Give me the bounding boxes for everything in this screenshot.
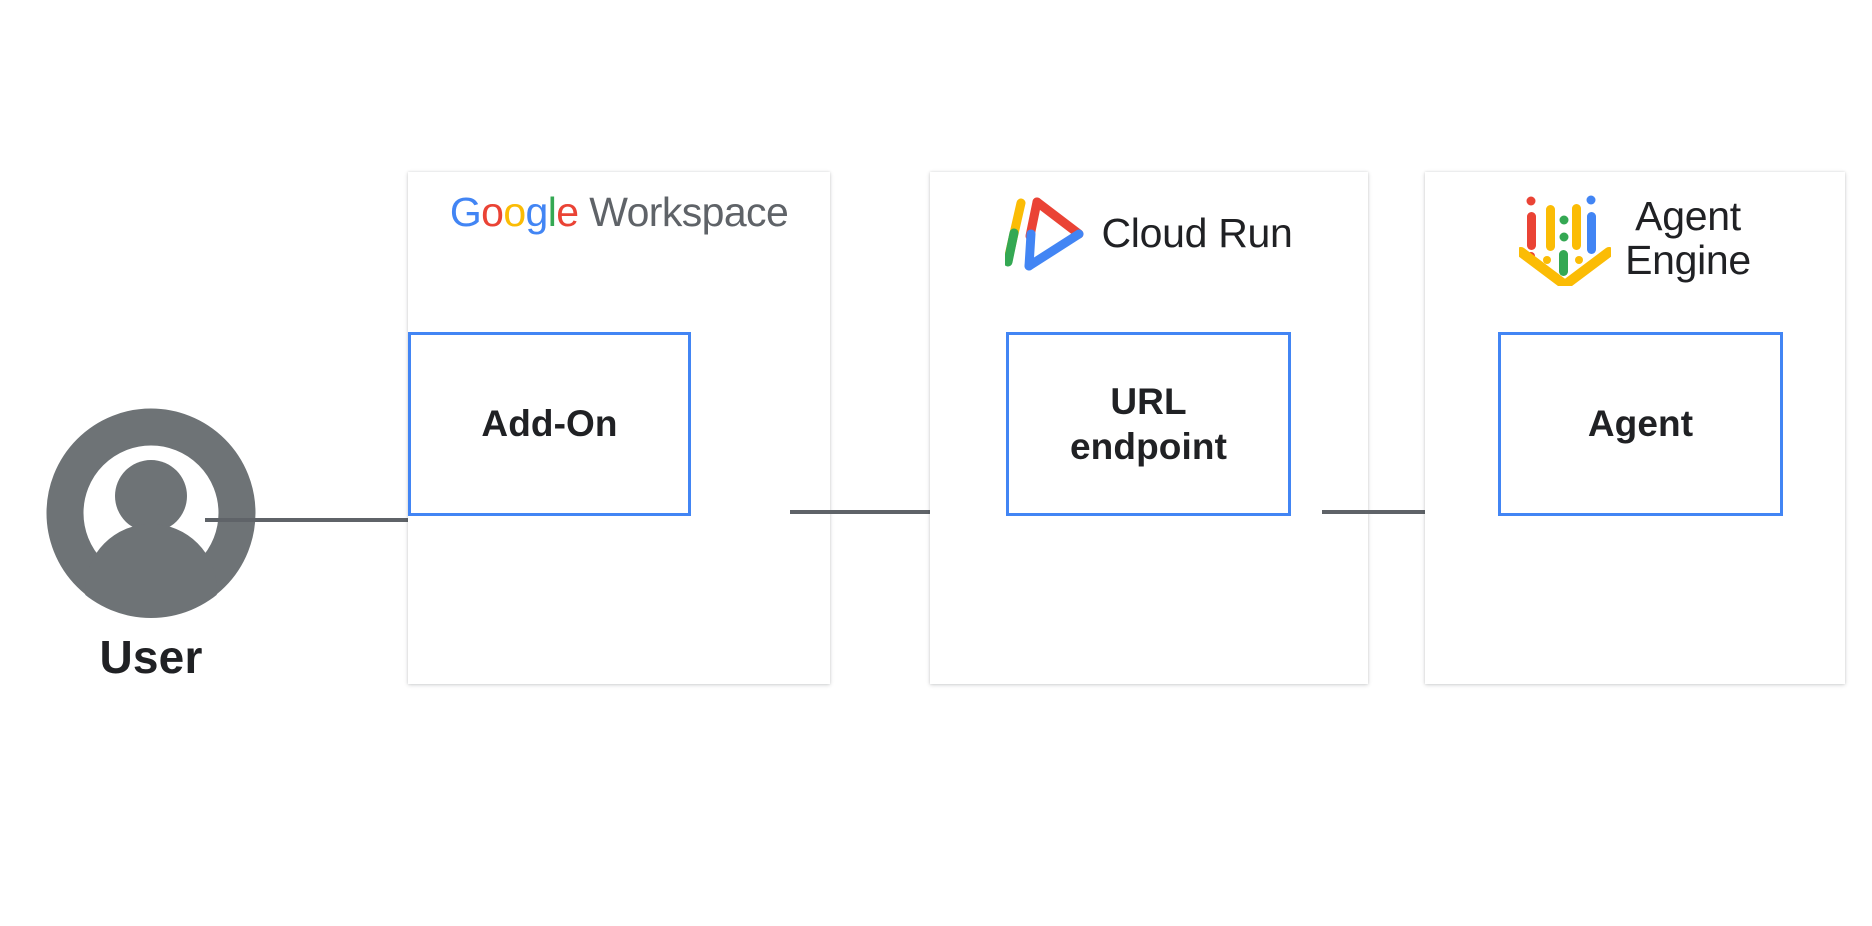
card-google-workspace-header: Google Workspace bbox=[408, 190, 830, 234]
google-workspace-logo: Google Workspace bbox=[449, 189, 789, 235]
card-google-workspace: Google Workspace Add-On bbox=[408, 172, 830, 684]
node-add-on[interactable]: Add-On bbox=[408, 332, 691, 516]
card-cloud-run: Cloud Run URL endpoint bbox=[930, 172, 1368, 684]
node-add-on-label: Add-On bbox=[481, 403, 618, 445]
card-cloud-run-header: Cloud Run bbox=[930, 190, 1368, 276]
card-agent-engine-title: Agent Engine bbox=[1625, 192, 1751, 283]
card-agent-engine: Agent Engine Agent bbox=[1425, 172, 1845, 684]
node-url-endpoint-label: URL endpoint bbox=[1070, 380, 1227, 467]
cloud-run-logo bbox=[1005, 197, 1084, 271]
card-agent-engine-header: Agent Engine bbox=[1425, 190, 1845, 286]
node-agent[interactable]: Agent bbox=[1498, 332, 1783, 516]
agent-engine-logo bbox=[1519, 195, 1612, 286]
node-agent-label: Agent bbox=[1587, 403, 1694, 445]
user-avatar-icon bbox=[46, 408, 256, 618]
card-cloud-run-title: Cloud Run bbox=[1101, 209, 1293, 256]
node-url-endpoint[interactable]: URL endpoint bbox=[1006, 332, 1291, 516]
actor-user-label: User bbox=[99, 631, 203, 683]
actor-user: User bbox=[46, 408, 256, 698]
